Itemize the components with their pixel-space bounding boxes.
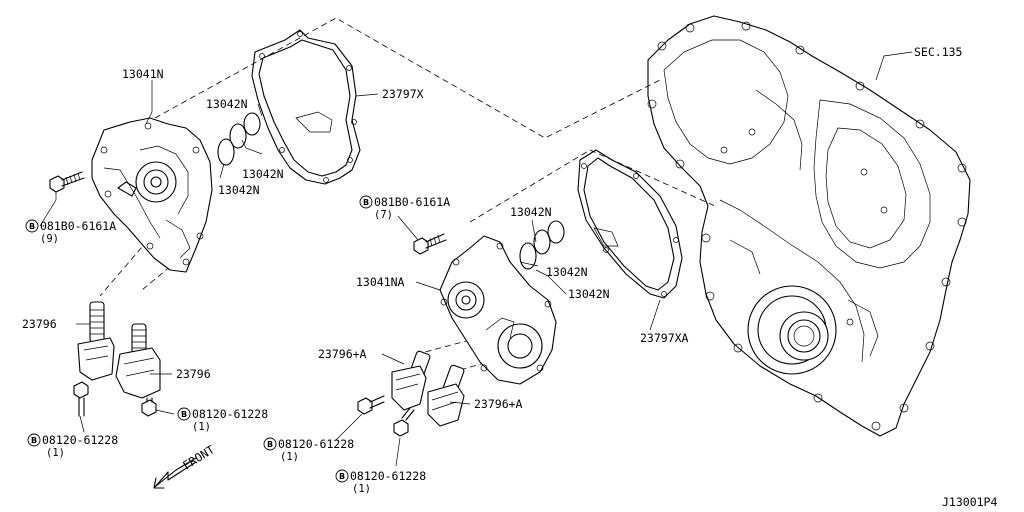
bolt-symbol-s4 xyxy=(335,469,349,483)
front-chain-case xyxy=(647,15,971,437)
label-screw-3: 08120-61228 xyxy=(278,437,354,451)
label-23796-1: 23796 xyxy=(22,317,57,331)
front-arrow: FRONT xyxy=(153,442,217,489)
label-23797x: 23797X xyxy=(382,87,424,101)
bolt-symbol-s1 xyxy=(27,433,41,447)
label-screw-4: 08120-61228 xyxy=(350,469,426,483)
label-sec-135: SEC.135 xyxy=(914,45,962,59)
bolt-symbol-s3 xyxy=(263,437,277,451)
svg-text:B: B xyxy=(267,440,273,449)
label-13042n-a3: 13042N xyxy=(218,183,260,197)
label-screw-1-qty: (1) xyxy=(46,447,65,459)
solenoid-23796-1[interactable] xyxy=(77,301,115,381)
label-13041na: 13041NA xyxy=(356,275,405,289)
bolt-symbol-b xyxy=(359,195,373,209)
label-screw-4-qty: (1) xyxy=(352,483,371,495)
label-23796-2: 23796 xyxy=(176,367,211,381)
cover-13041na[interactable] xyxy=(439,235,557,385)
label-bolt-b: 081B0-6161A xyxy=(374,195,450,209)
seals-13042n-upper[interactable] xyxy=(217,112,261,166)
label-13042n-a2: 13042N xyxy=(242,167,284,181)
alignment-lines xyxy=(99,17,716,371)
screw-08120-3[interactable] xyxy=(357,395,385,415)
label-screw-1: 08120-61228 xyxy=(42,433,118,447)
svg-text:B: B xyxy=(363,198,369,207)
label-23796a-1: 23796+A xyxy=(318,347,367,361)
solenoid-23796a-1[interactable] xyxy=(391,350,431,411)
front-label: FRONT xyxy=(180,442,217,472)
svg-text:B: B xyxy=(29,222,35,231)
gasket-23797x[interactable] xyxy=(251,29,361,185)
screw-08120-2[interactable] xyxy=(141,397,157,417)
label-bolt-a-qty: (9) xyxy=(40,233,59,245)
label-13042n-b1: 13042N xyxy=(510,205,552,219)
leader-lines xyxy=(39,51,913,467)
diagram-code: J13001P4 xyxy=(942,495,997,509)
label-screw-3-qty: (1) xyxy=(280,451,299,463)
solenoid-23796a-2[interactable] xyxy=(427,364,465,427)
screw-08120-1[interactable] xyxy=(73,381,89,417)
label-13042n-a1: 13042N xyxy=(206,97,248,111)
labels: 13041N 13042N 23797X 13042N 13042N B 081… xyxy=(22,45,997,509)
bolt-081b0-left[interactable] xyxy=(49,171,85,193)
svg-text:B: B xyxy=(339,472,345,481)
label-23796a-2: 23796+A xyxy=(474,397,523,411)
label-13042n-b2: 13042N xyxy=(546,265,588,279)
cover-13041n[interactable] xyxy=(91,117,213,273)
label-screw-2: 08120-61228 xyxy=(192,407,268,421)
label-23797xa: 23797XA xyxy=(640,331,689,345)
label-bolt-b-qty: (7) xyxy=(374,209,393,221)
label-13041n: 13041N xyxy=(122,67,164,81)
svg-text:B: B xyxy=(181,410,187,419)
seals-13042n-lower[interactable] xyxy=(519,220,565,270)
bolt-symbol-a xyxy=(25,219,39,233)
label-bolt-a: 081B0-6161A xyxy=(40,219,116,233)
screw-08120-4[interactable] xyxy=(393,407,415,437)
label-screw-2-qty: (1) xyxy=(192,421,211,433)
bolt-symbol-s2 xyxy=(177,407,191,421)
label-13042n-b3: 13042N xyxy=(568,287,610,301)
bolt-081b0-right[interactable] xyxy=(413,233,447,255)
gasket-23797xa[interactable] xyxy=(577,149,683,299)
svg-text:B: B xyxy=(31,436,37,445)
solenoid-23796-2[interactable] xyxy=(115,323,161,399)
